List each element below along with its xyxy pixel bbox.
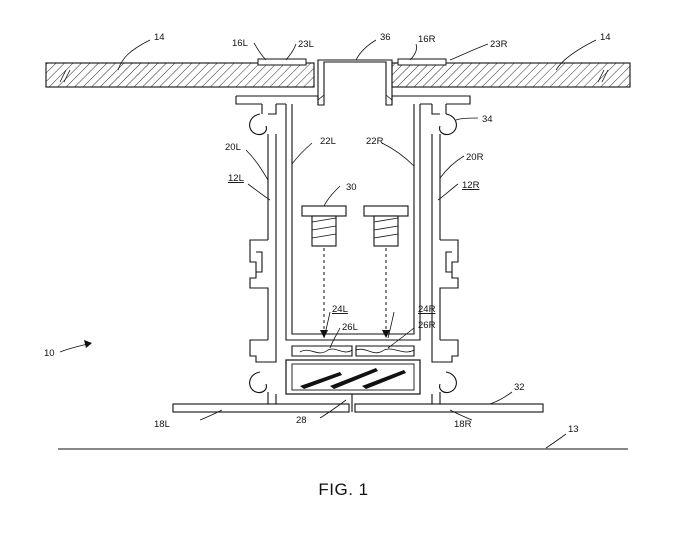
label-32: 32: [514, 382, 525, 393]
label-12L: 12L: [228, 173, 244, 184]
label-12R: 12R: [462, 180, 480, 191]
right-panel-14: [391, 62, 631, 88]
arrow-10: [84, 340, 92, 348]
upper-flanges: [235, 95, 471, 105]
leader-lines: [59, 39, 597, 449]
label-26R: 26R: [418, 320, 436, 331]
left-screw-boss: [249, 104, 277, 136]
label-14-left: 14: [154, 32, 165, 43]
label-16L: 16L: [232, 38, 248, 49]
right-screw-boss-34: [431, 104, 457, 136]
left-web-20L: [267, 134, 277, 240]
insert-halves: [291, 345, 415, 357]
base-flange-18R: [354, 392, 544, 413]
label-36: 36: [380, 32, 391, 43]
label-20L: 20L: [225, 142, 241, 153]
right-web-20R: [431, 134, 441, 240]
label-10: 10: [44, 348, 55, 359]
left-clip-features: [249, 239, 277, 394]
label-18L: 18L: [154, 419, 170, 430]
left-panel-14: [45, 62, 315, 88]
label-24L: 24L: [332, 304, 348, 315]
label-23R: 23R: [490, 39, 508, 50]
label-22L: 22L: [320, 136, 336, 147]
label-28: 28: [296, 415, 307, 426]
label-16R: 16R: [418, 34, 436, 45]
figure-caption: FIG. 1: [318, 480, 369, 499]
right-clip-features: [431, 239, 459, 394]
label-34: 34: [482, 114, 493, 125]
label-13: 13: [568, 424, 579, 435]
screw-left: [301, 205, 347, 338]
label-30: 30: [346, 182, 357, 193]
base-flange-18L: [172, 392, 350, 413]
label-20R: 20R: [466, 152, 484, 163]
label-14-right: 14: [600, 32, 611, 43]
central-channel: [276, 103, 432, 341]
screw-right: [363, 205, 409, 338]
label-18R: 18R: [454, 419, 472, 430]
cap-36: [317, 59, 393, 106]
label-23L: 23L: [298, 39, 314, 50]
thermal-break-28: [285, 359, 421, 395]
gasket-23R: [397, 58, 447, 66]
label-24R: 24R: [418, 304, 436, 315]
gasket-23L: [257, 58, 307, 66]
label-22R: 22R: [366, 136, 384, 147]
label-26L: 26L: [342, 322, 358, 333]
